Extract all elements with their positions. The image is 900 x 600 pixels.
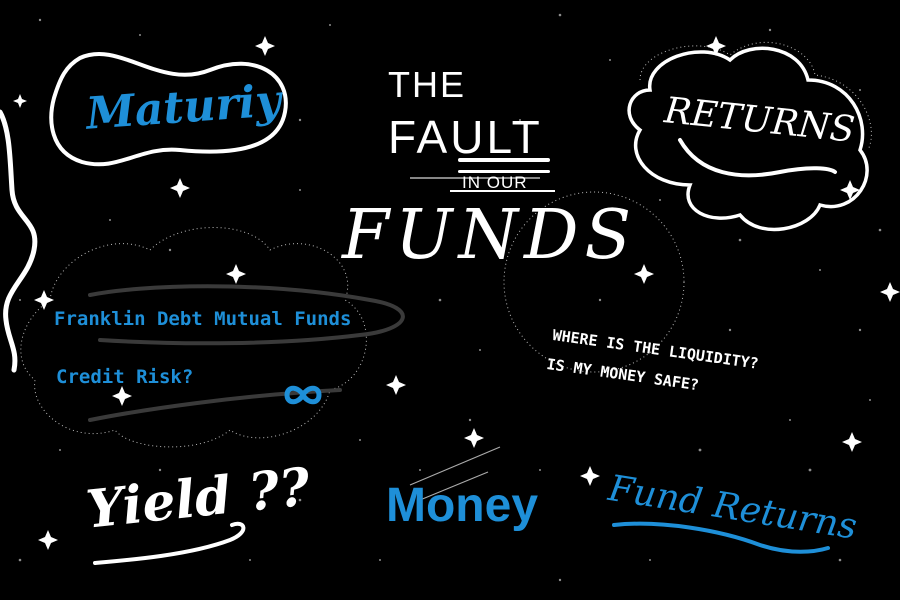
money-word: Money [386,479,539,532]
sparkle-icon [464,428,484,448]
fund-returns-swash [612,521,830,554]
franklin-heading: Franklin Debt Mutual Funds [54,308,352,330]
title-fault: FAULT [388,111,543,163]
sparkle-icon [34,290,54,310]
maturity-blob [49,52,288,167]
sparkle-stars [13,36,900,550]
sparkle-icon [706,36,726,56]
sparkle-icon [880,282,900,302]
background-dots [18,13,882,582]
sparkle-icon [13,94,27,108]
sparkle-icon [842,432,862,452]
sparkle-icon [38,530,58,550]
sparkle-icon [255,36,275,56]
title-in-our: IN OUR [462,173,528,192]
title-funds: FUNDS [342,196,638,275]
sparkle-icon [112,386,132,406]
sparkle-icon [634,264,654,284]
sparkle-icon [170,178,190,198]
credit-risk-text: Credit Risk? [56,366,194,388]
infinity-icon [284,385,322,405]
liquidity-dotted-circle [503,191,685,373]
sparkle-icon [386,375,406,395]
returns-swash [678,138,837,178]
sparkle-icon [840,180,860,200]
franklin-dotted-cloud [20,227,367,448]
money-diagonal-lines [409,446,501,501]
sparkle-icon [226,264,246,284]
returns-cloud-outline [639,41,872,151]
left-wavy-line [0,109,38,373]
sparkle-icon [580,466,600,486]
franklin-scribble [88,284,405,422]
yield-swash [93,521,246,565]
title-rules [410,158,555,192]
title-the: THE [388,64,466,105]
returns-cloud [627,46,869,232]
